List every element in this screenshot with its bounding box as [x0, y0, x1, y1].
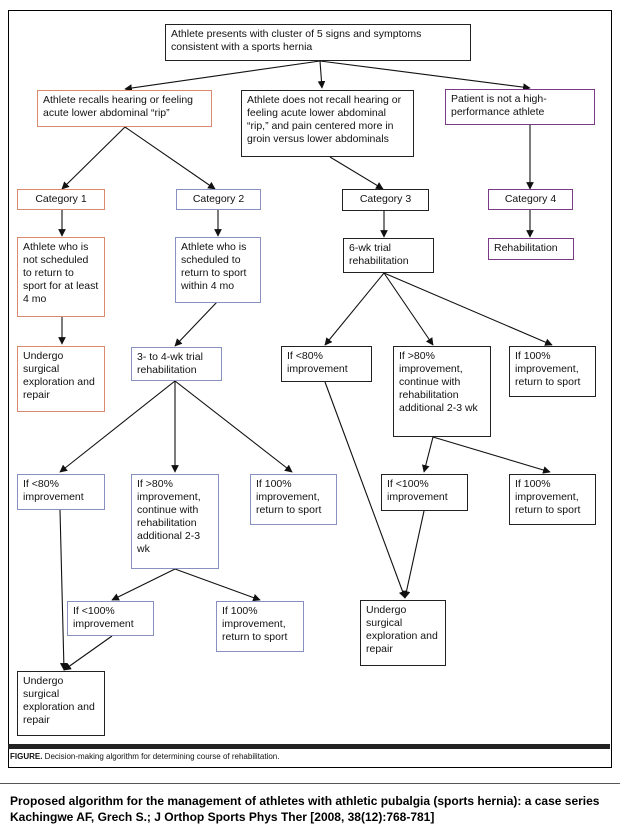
recall-rip-node: Athlete recalls hearing or feeling acute…: [37, 90, 212, 127]
category-2-node: Category 2: [176, 189, 261, 210]
cat3-gt80-node: If >80% improvement, continue with rehab…: [393, 346, 491, 437]
cat3-lt100-node: If <100% improvement: [381, 474, 468, 511]
divider: [0, 783, 620, 784]
cat2-lt80-node: If <80% improvement: [17, 474, 105, 510]
cat3-100-node: If 100% improvement, return to sport: [509, 346, 596, 397]
no-recall-rip-node: Athlete does not recall hearing or feeli…: [241, 90, 414, 157]
category-2-trial-rehab: 3- to 4-wk trial rehabilitation: [131, 347, 222, 381]
category-4-node: Category 4: [488, 189, 573, 210]
cat2-lt100-node: If <100% improvement: [67, 601, 154, 636]
cat3-100b-node: If 100% improvement, return to sport: [509, 474, 596, 525]
not-high-performance-node: Patient is not a high-performance athlet…: [445, 89, 595, 125]
figure-caption-bar: [8, 744, 610, 749]
cat2-gt80-node: If >80% improvement, continue with rehab…: [131, 474, 219, 569]
category-3-node: Category 3: [342, 189, 429, 211]
figure-caption-text: Decision-making algorithm for determinin…: [42, 752, 280, 761]
source-caption: Proposed algorithm for the management of…: [10, 794, 600, 824]
category-1-node: Category 1: [17, 189, 105, 210]
cat2-surgery-node: Undergo surgical exploration and repair: [17, 671, 105, 736]
cat2-100b-node: If 100% improvement, return to sport: [216, 601, 304, 652]
figure-frame: [8, 10, 612, 768]
category-2-description: Athlete who is scheduled to return to sp…: [175, 237, 261, 303]
category-3-trial-rehab: 6-wk trial rehabilitation: [343, 238, 434, 273]
cat3-surgery-node: Undergo surgical exploration and repair: [360, 600, 446, 666]
category-1-description: Athlete who is not scheduled to return t…: [17, 237, 105, 317]
category-4-rehabilitation: Rehabilitation: [488, 238, 574, 260]
cat2-100-node: If 100% improvement, return to sport: [250, 474, 337, 525]
root-node: Athlete presents with cluster of 5 signs…: [165, 24, 471, 61]
figure-caption: FIGURE. Decision-making algorithm for de…: [10, 752, 279, 761]
cat3-lt80-node: If <80% improvement: [281, 346, 372, 382]
figure-label: FIGURE.: [10, 752, 43, 761]
category-1-surgery: Undergo surgical exploration and repair: [17, 346, 105, 412]
